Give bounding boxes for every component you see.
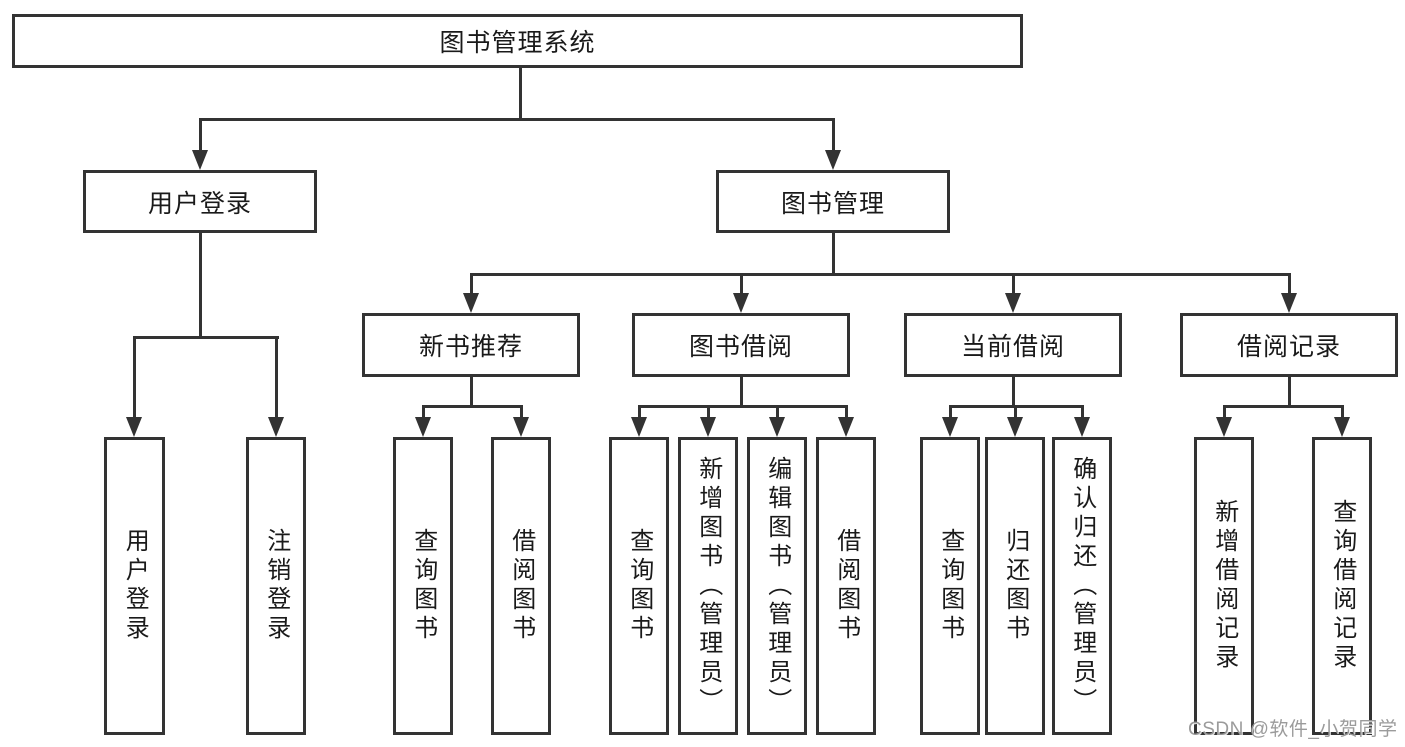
arrowhead-new-books xyxy=(463,293,479,313)
leaf-query-books-current: 查询图书 xyxy=(920,437,980,735)
arrowhead-leaf xyxy=(700,417,716,437)
connector-leaf xyxy=(1014,405,1017,421)
leaf-edit-books-admin: 编辑图书（管理员） xyxy=(747,437,807,735)
connector-leaf xyxy=(707,405,710,421)
connector-level3-rail xyxy=(470,273,1291,276)
arrowhead-leaf xyxy=(838,417,854,437)
leaf-confirm-return-admin: 确认归还（管理员） xyxy=(1052,437,1112,735)
connector-book-borrow-rail xyxy=(638,405,848,408)
leaf-logout: 注销登录 xyxy=(246,437,306,735)
connector-to-new-books xyxy=(470,273,473,295)
leaf-query-books-recommend: 查询图书 xyxy=(393,437,453,735)
connector-to-logout-leaf xyxy=(275,336,278,420)
watermark-text: CSDN @软件_小贺同学 xyxy=(1188,719,1398,740)
connector-new-books-stem xyxy=(470,377,473,408)
connector-leaf xyxy=(638,405,641,421)
leaf-query-borrow-record: 查询借阅记录 xyxy=(1312,437,1372,735)
connector-to-borrow-records xyxy=(1288,273,1291,295)
arrowhead-leaf xyxy=(1007,417,1023,437)
leaf-borrow-books-recommend: 借阅图书 xyxy=(491,437,551,735)
connector-leaf xyxy=(845,405,848,421)
arrowhead-borrow-records xyxy=(1281,293,1297,313)
connector-leaf xyxy=(520,405,523,421)
node-book-management: 图书管理 xyxy=(716,170,950,233)
arrowhead-leaf xyxy=(942,417,958,437)
arrowhead-leaf xyxy=(1216,417,1232,437)
arrowhead-leaf xyxy=(1334,417,1350,437)
connector-borrow-records-rail xyxy=(1223,405,1344,408)
arrowhead-leaf xyxy=(631,417,647,437)
node-user-login: 用户登录 xyxy=(83,170,317,233)
connector-book-management-stem xyxy=(832,233,835,275)
leaf-borrow-books: 借阅图书 xyxy=(816,437,876,735)
arrowhead-leaf xyxy=(415,417,431,437)
connector-to-book-management xyxy=(832,118,835,153)
connector-leaf xyxy=(1341,405,1344,421)
connector-to-book-borrow xyxy=(740,273,743,295)
arrowhead-current-borrow xyxy=(1005,293,1021,313)
connector-book-borrow-stem xyxy=(740,377,743,408)
node-book-borrow: 图书借阅 xyxy=(632,313,850,377)
connector-borrow-records-stem xyxy=(1288,377,1291,408)
connector-current-borrow-stem xyxy=(1012,377,1015,408)
connector-leaf xyxy=(776,405,779,421)
leaf-return-books: 归还图书 xyxy=(985,437,1045,735)
arrowhead-leaf xyxy=(769,417,785,437)
arrowhead-leaf xyxy=(1074,417,1090,437)
connector-to-current-borrow xyxy=(1012,273,1015,295)
node-library-management-system: 图书管理系统 xyxy=(12,14,1023,68)
leaf-add-borrow-record: 新增借阅记录 xyxy=(1194,437,1254,735)
connector-leaf xyxy=(422,405,425,421)
connector-leaf xyxy=(1223,405,1226,421)
node-new-book-recommend: 新书推荐 xyxy=(362,313,580,377)
connector-user-login-rail xyxy=(133,336,279,339)
connector-level2-rail xyxy=(199,118,835,121)
arrowhead-user-login xyxy=(192,150,208,170)
connector-leaf xyxy=(1081,405,1084,421)
arrowhead-logout-leaf xyxy=(268,417,284,437)
connector-user-login-stem xyxy=(199,233,202,339)
node-current-borrow: 当前借阅 xyxy=(904,313,1122,377)
connector-root-stem xyxy=(519,68,522,118)
connector-leaf xyxy=(949,405,952,421)
leaf-add-books-admin: 新增图书（管理员） xyxy=(678,437,738,735)
connector-to-user-login xyxy=(199,118,202,153)
arrowhead-book-management xyxy=(825,150,841,170)
leaf-user-login: 用户登录 xyxy=(104,437,165,735)
node-borrow-records: 借阅记录 xyxy=(1180,313,1398,377)
arrowhead-leaf xyxy=(513,417,529,437)
connector-new-books-rail xyxy=(422,405,523,408)
arrowhead-login-leaf xyxy=(126,417,142,437)
arrowhead-book-borrow xyxy=(733,293,749,313)
leaf-query-books-borrow: 查询图书 xyxy=(609,437,669,735)
connector-to-login-leaf xyxy=(133,336,136,420)
